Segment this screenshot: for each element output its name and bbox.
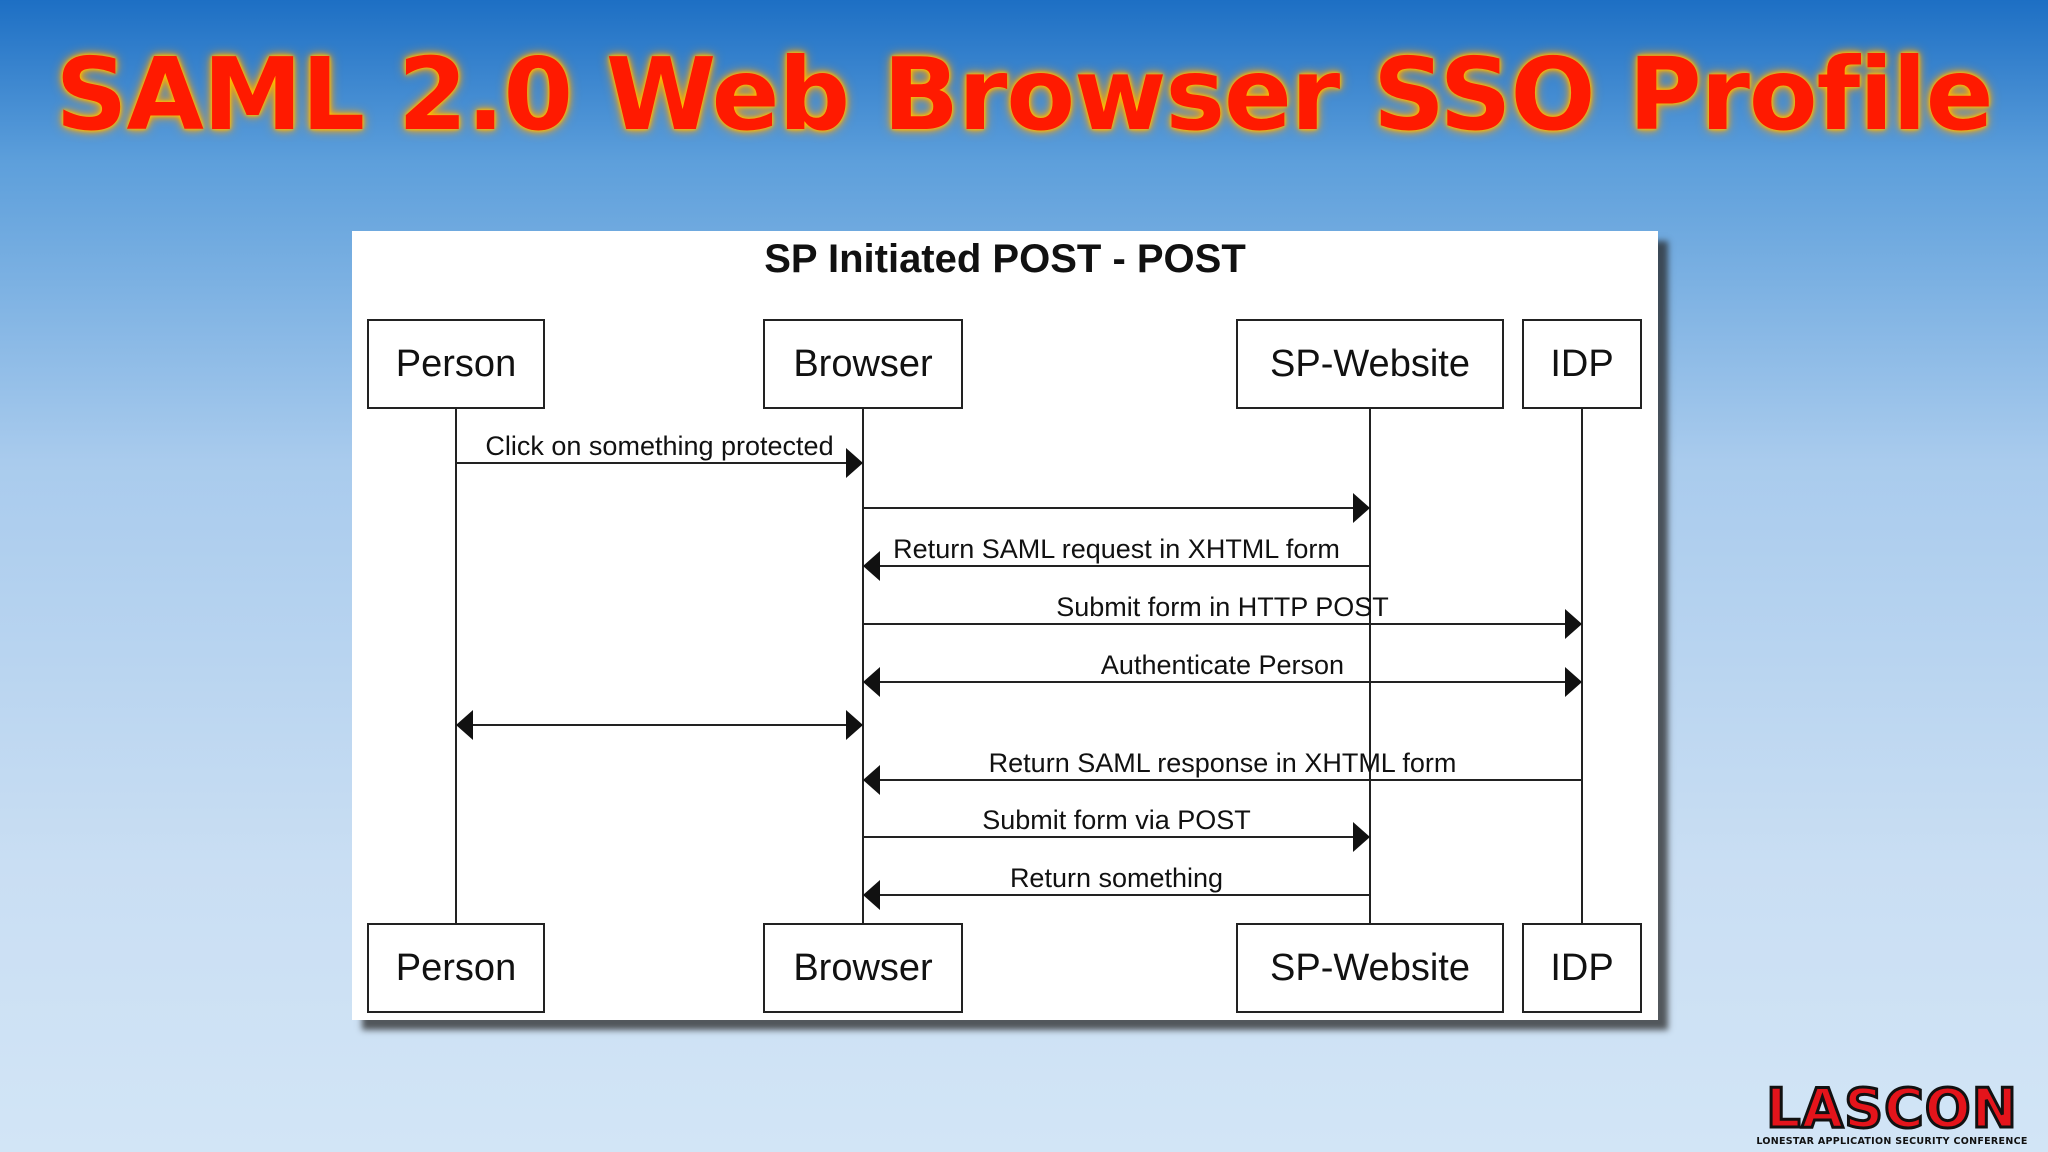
logo-wordmark: LASCON bbox=[1765, 1077, 2019, 1140]
lifeline-box-sp: SP-Website bbox=[1236, 319, 1504, 409]
message-label: Return SAML response in XHTML form bbox=[988, 748, 1457, 778]
lascon-logo: LASCON LONESTAR APPLICATION SECURITY CON… bbox=[1742, 1077, 2042, 1150]
message-arrowhead bbox=[863, 765, 880, 795]
message-arrowhead bbox=[1565, 667, 1582, 697]
lifeline-box-browser: Browser bbox=[763, 319, 963, 409]
message-label: Submit form via POST bbox=[982, 805, 1251, 835]
message-arrowhead bbox=[846, 710, 863, 740]
message-label: Return SAML request in XHTML form bbox=[893, 534, 1340, 564]
message-arrowhead bbox=[846, 448, 863, 478]
message-label: Click on something protected bbox=[485, 431, 834, 461]
lifeline-box-browser: Browser bbox=[763, 923, 963, 1013]
slide-title: SAML 2.0 Web Browser SSO Profile bbox=[55, 36, 1993, 153]
message-arrowhead bbox=[863, 667, 880, 697]
message-label: Submit form in HTTP POST bbox=[1056, 592, 1389, 622]
lifeline-box-person: Person bbox=[367, 319, 545, 409]
message-arrowhead bbox=[863, 551, 880, 581]
message-arrowhead bbox=[1353, 822, 1370, 852]
message-arrowhead bbox=[1353, 493, 1370, 523]
message-arrowhead bbox=[1565, 609, 1582, 639]
message-arrowhead bbox=[456, 710, 473, 740]
lifeline-box-idp: IDP bbox=[1522, 923, 1642, 1013]
lifeline-box-person: Person bbox=[367, 923, 545, 1013]
logo-tagline: LONESTAR APPLICATION SECURITY CONFERENCE bbox=[1756, 1136, 2028, 1147]
diagram-title: SP Initiated POST - POST bbox=[764, 237, 1246, 281]
lifeline-box-sp: SP-Website bbox=[1236, 923, 1504, 1013]
message-label: Authenticate Person bbox=[1100, 650, 1345, 680]
lifeline-box-idp: IDP bbox=[1522, 319, 1642, 409]
message-label: Return something bbox=[1009, 863, 1224, 893]
message-arrowhead bbox=[863, 880, 880, 910]
diagram-canvas bbox=[455, 409, 1583, 923]
